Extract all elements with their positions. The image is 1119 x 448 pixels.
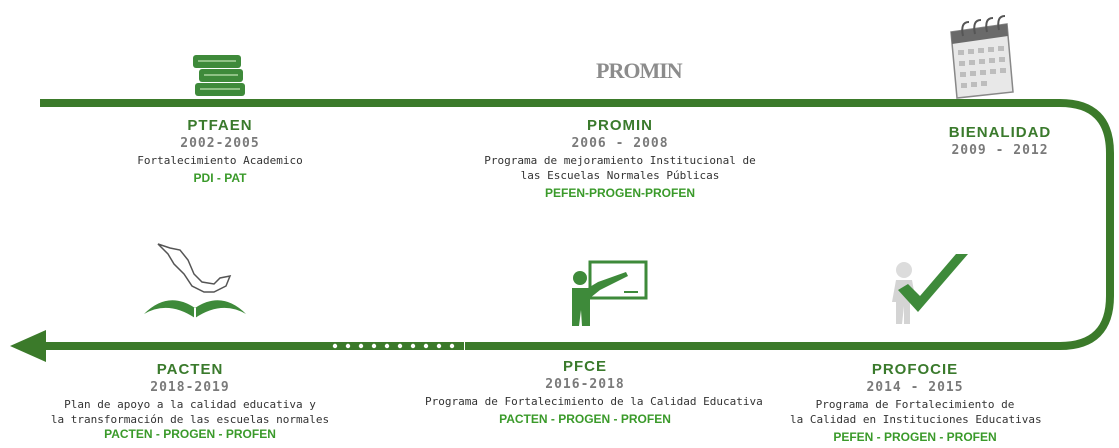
milestone-title: PACTEN [156,361,224,378]
milestone-description: las Escuelas Normales Públicas [520,169,720,182]
milestone-title: BIENALIDAD [948,124,1052,141]
milestone-description: Programa de Fortalecimiento de [815,398,1015,411]
milestone-description: Programa de mejoramiento Institucional d… [484,154,756,167]
checkmark-icon [892,254,968,324]
milestone-years: 2018-2019 [150,380,230,395]
milestone-years: 2006 - 2008 [571,136,669,151]
milestone-description: Fortalecimiento Academico [137,154,303,167]
milestone-pfce: PFCE 2016-2018 Programa de Fortalecimien… [425,358,763,426]
milestone-bienalidad: BIENALIDAD 2009 - 2012 [920,124,1080,158]
milestone-years: 2009 - 2012 [951,143,1049,158]
milestone-promin: PROMIN 2006 - 2008 Programa de mejoramie… [470,117,770,200]
milestone-tags: PACTEN - PROGEN - PROFEN [499,412,671,426]
milestone-tags: PEFEN - PROGEN - PROFEN [833,430,997,444]
milestone-description: Plan de apoyo a la calidad educativa y [64,398,316,411]
teacher-board-icon [572,260,648,326]
milestone-title: PFCE [562,358,607,375]
milestone-description: Programa de Fortalecimiento de la Calida… [425,395,763,408]
milestone-tags: PEFEN-PROGEN-PROFEN [544,186,695,200]
books-icon [193,55,245,96]
milestone-ptfaen: PTFAEN 2002-2005 Fortalecimiento Academi… [120,117,320,185]
milestone-title: PROMIN [587,117,653,134]
calendar-icon [950,15,1014,99]
milestone-description: la transformación de las escuelas normal… [50,413,330,426]
milestone-title: PROFOCIE [871,361,959,378]
milestone-pacten: PACTEN 2018-2019 Plan de apoyo a la cali… [40,361,340,441]
milestone-tags: PACTEN - PROGEN - PROFEN [104,427,276,441]
mexico-book-icon [144,243,246,318]
milestone-years: 2016-2018 [545,377,625,392]
milestone-title: PTFAEN [187,117,253,134]
milestone-tags: PDI - PAT [193,171,247,185]
milestone-description: la Calidad en Instituciones Educativas [790,413,1042,426]
milestone-years: 2002-2005 [180,136,260,151]
milestone-profocie: PROFOCIE 2014 - 2015 Programa de Fortale… [790,361,1042,444]
milestone-years: 2014 - 2015 [866,380,964,395]
promin-logo: PROMIN [596,58,683,83]
